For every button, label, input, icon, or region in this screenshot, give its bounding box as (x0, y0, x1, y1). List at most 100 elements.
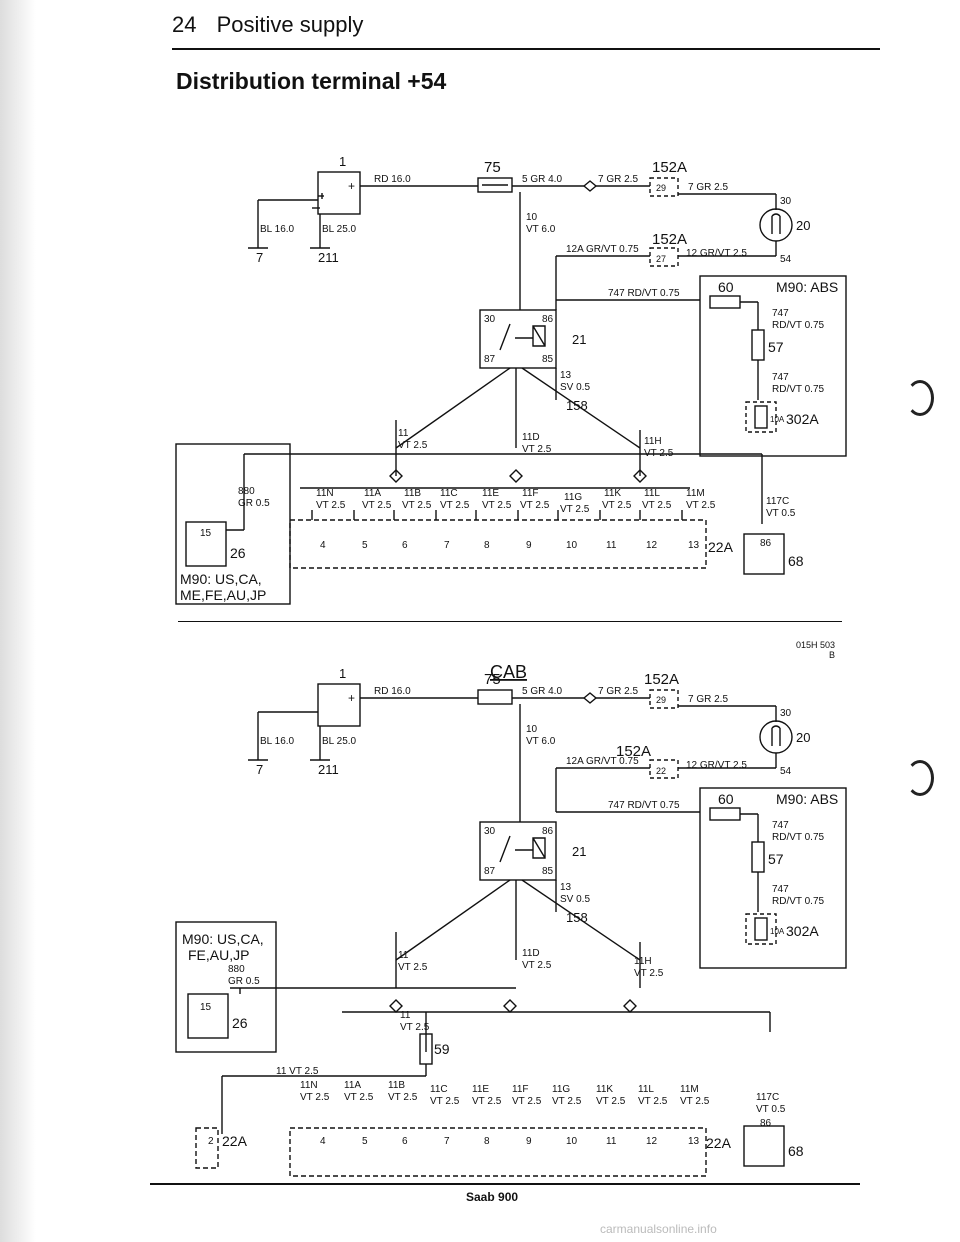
wire-spec: VT 2.5 (596, 1096, 626, 1107)
abs-box (699, 275, 847, 457)
wire-11-spec: VT 2.5 (398, 962, 428, 973)
drawing-code-main: 015H 503 (796, 640, 836, 650)
fuse-13: 13 (688, 1136, 700, 1147)
wire-747c: 747 (772, 884, 789, 895)
m90-us-label: M90: US,CA, (182, 931, 264, 947)
connector-22a: 22A (706, 1135, 732, 1151)
wire-11h: 11H (644, 436, 662, 447)
switch-20: 20 (796, 218, 810, 233)
wire-11m: 11M (686, 488, 705, 499)
wire-747b-spec: RD/VT 0.75 (772, 320, 824, 331)
wire-bl-25: BL 25.0 (322, 736, 357, 747)
connector-152a-label-2: 152A (616, 743, 651, 760)
switch-30: 30 (780, 196, 792, 207)
diagram-top (175, 171, 847, 605)
pin-29: 29 (656, 183, 666, 193)
wire-11l: 11L (644, 488, 660, 499)
ground-211: 211 (318, 762, 339, 777)
wire-10: 10 (526, 212, 538, 223)
wire-11g: 11G (564, 492, 582, 503)
wire-880: 880 (238, 486, 255, 497)
relay-21 (479, 309, 557, 369)
connector-60: 60 (718, 791, 734, 807)
wire-spec: VT 2.5 (388, 1092, 418, 1103)
cab-label: CAB (490, 662, 527, 682)
drawing-code: 015H 503 B (796, 640, 835, 660)
wire-11f: 11F (522, 488, 539, 499)
wire-11-vt: 11 VT 2.5 (276, 1066, 319, 1077)
wire-117c-spec: VT 0.5 (756, 1104, 786, 1115)
wire-spec: VT 2.5 (602, 500, 632, 511)
abs-label: M90: ABS (776, 279, 838, 295)
footer-rule (150, 1183, 860, 1185)
wire-747: 747 RD/VT 0.75 (608, 800, 680, 811)
labels-bottom: 1 + RD 16.0 BL 16.0 BL 25.0 7 211 75 5 G… (182, 666, 838, 1159)
connector-152a-bottom (649, 247, 679, 267)
battery-number: 1 (339, 154, 346, 169)
wire-11e: 11E (472, 1084, 489, 1095)
wire-11d-spec: VT 2.5 (522, 444, 552, 455)
wire-7b: 7 GR 2.5 (688, 182, 728, 193)
punch-hole (906, 380, 934, 416)
m90-us-label: M90: US,CA, (180, 571, 262, 587)
fuse-12: 12 (646, 540, 658, 551)
page-title: Distribution terminal +54 (176, 68, 447, 94)
connector-26: 26 (230, 545, 246, 561)
switch-54: 54 (780, 766, 792, 777)
wire-spec: VT 2.5 (512, 1096, 542, 1107)
wire-747b: 747 (772, 820, 789, 831)
connector-60: 60 (718, 279, 734, 295)
connector-68: 68 (788, 553, 804, 569)
wire-11c: 11C (430, 1084, 448, 1095)
wire-11d: 11D (522, 948, 540, 959)
fuse-75 (477, 177, 513, 193)
ground-7: 7 (256, 762, 263, 777)
wire-11a: 11A (344, 1080, 361, 1091)
wire-spec: VT 2.5 (316, 500, 346, 511)
wire-11k: 11K (604, 488, 621, 499)
wire-747b: 747 (772, 308, 789, 319)
switch-20: 20 (796, 730, 810, 745)
wire-11h-spec: VT 2.5 (644, 448, 674, 459)
wire-12: 12 GR/VT 2.5 (686, 248, 747, 259)
relay-pin-85: 85 (542, 866, 554, 877)
labels-top: 1 + RD 16.0 BL 16.0 BL 25.0 7 211 75 5 G… (180, 154, 838, 603)
connector-152a-top (649, 177, 679, 197)
connector-26: 26 (232, 1015, 248, 1031)
fuse-12: 12 (646, 1136, 658, 1147)
binding-edge (0, 0, 60, 1242)
wire-spec: VT 2.5 (638, 1096, 668, 1107)
wire-10-spec: VT 6.0 (526, 736, 556, 747)
wire-11-x: 11 (400, 1010, 411, 1021)
wire-spec: VT 2.5 (430, 1096, 460, 1107)
wire-spec: VT 2.5 (552, 1096, 582, 1107)
wire-11l: 11L (638, 1084, 654, 1095)
fuse-box-top (289, 519, 707, 569)
wire-12a: 12A GR/VT 0.75 (566, 756, 639, 767)
connector-152a-label: 152A (652, 159, 687, 176)
wire-spec: VT 2.5 (402, 500, 432, 511)
connector-68: 68 (788, 1143, 804, 1159)
wire-spec: VT 2.5 (472, 1096, 502, 1107)
wire-880-spec: GR 0.5 (228, 976, 260, 987)
wire-11a: 11A (364, 488, 381, 499)
fuse-6: 6 (402, 1136, 408, 1147)
relay-pin-87: 87 (484, 354, 496, 365)
wire-11b: 11B (388, 1080, 405, 1091)
connector-152a-label-2: 152A (652, 231, 687, 248)
relay-pin-86: 86 (542, 314, 554, 325)
wire-117c-spec: VT 0.5 (766, 508, 796, 519)
wire-7b: 7 GR 2.5 (688, 694, 728, 705)
wire-spec: VT 2.5 (300, 1092, 330, 1103)
wire-11-x-spec: VT 2.5 (400, 1022, 430, 1033)
fuse-11: 11 (606, 540, 617, 551)
fuse-9: 9 (526, 540, 532, 551)
wire-747c-spec: RD/VT 0.75 (772, 384, 824, 395)
wire-11: 11 (398, 428, 409, 439)
fuse-75-label: 75 (484, 671, 501, 688)
diagram-bottom (175, 683, 847, 1177)
battery-plus: + (348, 691, 355, 705)
wire-747: 747 RD/VT 0.75 (608, 288, 680, 299)
relay-pin-85: 85 (542, 354, 554, 365)
relay-pin-87: 87 (484, 866, 496, 877)
